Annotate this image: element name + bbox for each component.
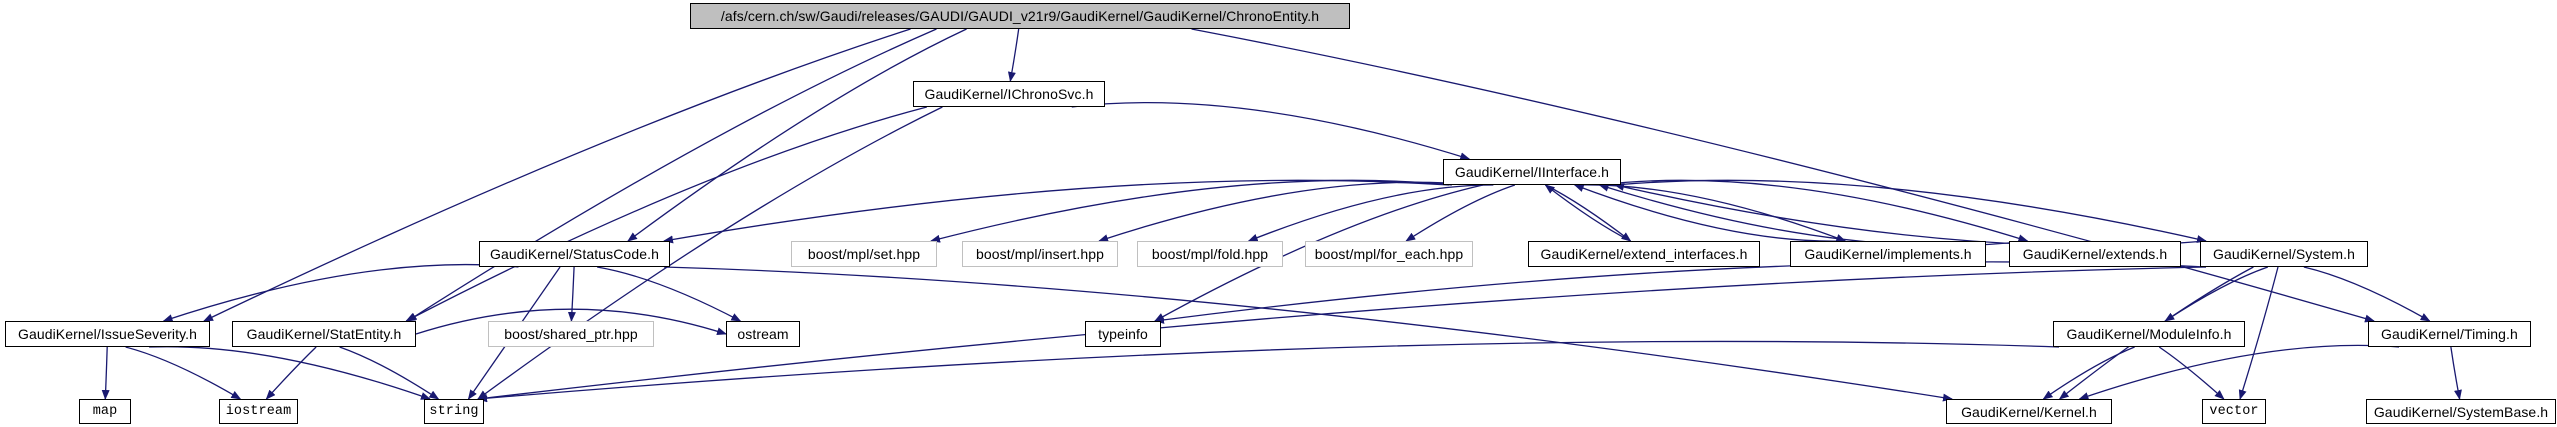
graph-edge-timing-to-systembase	[2450, 346, 2462, 400]
graph-edge-ichronosvc-to-statentity	[405, 106, 927, 322]
graph-edge-system-to-vector	[2238, 266, 2279, 400]
graph-node-label: GaudiKernel/IChronoSvc.h	[924, 86, 1094, 102]
graph-edge-iinterface-to-extends	[1599, 179, 2029, 243]
graph-edge-iinterface-to-extendifc	[1545, 184, 1632, 242]
graph-node-label: GaudiKernel/StatEntity.h	[246, 326, 402, 342]
graph-edge-statentity-to-string	[339, 346, 440, 400]
graph-edge-root-to-statentity	[406, 28, 937, 322]
graph-node-label: GaudiKernel/SystemBase.h	[2373, 403, 2549, 420]
graph-edge-iinterface-to-system	[1614, 179, 2207, 243]
graph-node-label: boost/mpl/fold.hpp	[1151, 246, 1269, 262]
graph-edge-system-to-timing	[2303, 266, 2431, 322]
graph-node-extends[interactable]: GaudiKernel/extends.h	[2009, 241, 2181, 267]
graph-edge-iinterface-to-mplforeach	[1405, 184, 1516, 242]
graph-node-moduleinfo[interactable]: GaudiKernel/ModuleInfo.h	[2053, 321, 2245, 347]
graph-node-mplfold[interactable]: boost/mpl/fold.hpp	[1137, 241, 1283, 267]
graph-node-vector[interactable]: vector	[2202, 399, 2266, 424]
graph-edge-extendifc-to-iinterface	[1544, 184, 1631, 242]
graph-node-label: /afs/cern.ch/sw/Gaudi/releases/GAUDI/GAU…	[720, 8, 1320, 24]
graph-node-timing[interactable]: GaudiKernel/Timing.h	[2368, 321, 2531, 347]
edge-layer	[101, 28, 2462, 403]
graph-edge-root-to-statuscode	[627, 28, 967, 242]
graph-node-sharedptr[interactable]: boost/shared_ptr.hpp	[488, 321, 654, 347]
graph-edge-ichronosvc-to-iinterface	[1071, 102, 1471, 161]
graph-node-ostream[interactable]: ostream	[726, 321, 800, 347]
graph-node-ichronosvc[interactable]: GaudiKernel/IChronoSvc.h	[913, 81, 1105, 107]
graph-node-implements[interactable]: GaudiKernel/implements.h	[1790, 241, 1986, 267]
graph-node-mplinsert[interactable]: boost/mpl/insert.hpp	[962, 241, 1118, 267]
graph-node-label: boost/mpl/set.hpp	[807, 246, 921, 262]
graph-node-label: string	[429, 403, 479, 419]
graph-node-statentity[interactable]: GaudiKernel/StatEntity.h	[232, 321, 416, 347]
graph-edge-iinterface-to-mplfold	[1247, 184, 1494, 242]
graph-node-label: GaudiKernel/StatusCode.h	[490, 246, 659, 262]
graph-node-iostream[interactable]: iostream	[219, 399, 298, 424]
graph-edge-moduleinfo-to-kernel	[2042, 346, 2135, 400]
graph-node-label: iostream	[225, 403, 292, 419]
graph-node-mplset[interactable]: boost/mpl/set.hpp	[791, 241, 937, 267]
graph-edge-statentity-to-ostream	[415, 308, 727, 336]
graph-node-label: boost/shared_ptr.hpp	[504, 326, 638, 342]
graph-node-map[interactable]: map	[79, 399, 131, 424]
graph-edge-system-to-string	[477, 266, 2207, 402]
graph-edge-root-to-timing	[1191, 28, 2375, 323]
graph-node-mplforeach[interactable]: boost/mpl/for_each.hpp	[1305, 241, 1473, 267]
graph-edge-system-to-moduleinfo	[2164, 266, 2269, 322]
graph-edge-iinterface-to-statuscode	[663, 179, 1450, 244]
graph-edge-statentity-to-iostream	[265, 346, 317, 400]
graph-node-label: GaudiKernel/Timing.h	[2381, 326, 2518, 342]
graph-node-label: map	[92, 403, 118, 419]
graph-edge-root-to-issuesev	[203, 28, 911, 322]
graph-node-issuesev[interactable]: GaudiKernel/IssueSeverity.h	[5, 321, 210, 347]
graph-node-label: GaudiKernel/extend_interfaces.h	[1540, 246, 1748, 262]
graph-edge-iinterface-to-typeinfo	[1154, 184, 1484, 322]
graph-edge-iinterface-to-mplset	[930, 179, 1452, 243]
graph-edge-extends-to-iinterface	[1598, 183, 2028, 247]
graph-node-label: boost/mpl/for_each.hpp	[1314, 246, 1464, 262]
graph-node-label: GaudiKernel/IssueSeverity.h	[17, 326, 198, 342]
graph-node-label: vector	[2209, 403, 2259, 419]
graph-edge-iinterface-to-mplinsert	[1098, 181, 1474, 242]
graph-node-label: typeinfo	[1098, 326, 1148, 342]
graph-edge-root-to-ichronosvc	[1007, 28, 1020, 82]
graph-edge-statuscode-to-ostream	[597, 266, 742, 322]
graph-node-iinterface[interactable]: GaudiKernel/IInterface.h	[1443, 159, 1621, 185]
graph-edge-statuscode-to-kernel	[663, 266, 1953, 402]
graph-edge-issuesev-to-iostream	[125, 346, 242, 400]
graph-node-kernel[interactable]: GaudiKernel/Kernel.h	[1946, 399, 2112, 424]
graph-edge-statuscode-to-sharedptr	[567, 266, 576, 322]
graph-edge-moduleinfo-to-string	[477, 340, 2060, 403]
graph-node-root[interactable]: /afs/cern.ch/sw/Gaudi/releases/GAUDI/GAU…	[690, 3, 1350, 29]
graph-node-typeinfo[interactable]: typeinfo	[1085, 321, 1161, 347]
graph-node-label: GaudiKernel/ModuleInfo.h	[2066, 326, 2232, 342]
graph-edge-moduleinfo-to-vector	[2158, 346, 2225, 400]
graph-node-label: GaudiKernel/IInterface.h	[1454, 164, 1610, 180]
graph-node-statuscode[interactable]: GaudiKernel/StatusCode.h	[479, 241, 670, 267]
graph-node-string[interactable]: string	[424, 399, 484, 424]
graph-edge-implements-to-iinterface	[1573, 184, 1846, 242]
graph-node-systembase[interactable]: GaudiKernel/SystemBase.h	[2366, 399, 2556, 424]
graph-node-label: GaudiKernel/Kernel.h	[1961, 403, 2097, 420]
graph-node-label: GaudiKernel/extends.h	[2022, 246, 2168, 262]
graph-node-extendifc[interactable]: GaudiKernel/extend_interfaces.h	[1528, 241, 1760, 267]
graph-node-label: ostream	[737, 326, 789, 342]
graph-node-label: GaudiKernel/System.h	[2212, 246, 2356, 262]
graph-node-label: GaudiKernel/implements.h	[1804, 246, 1972, 262]
graph-node-label: boost/mpl/insert.hpp	[975, 246, 1105, 262]
graph-edge-timing-to-kernel	[2078, 344, 2400, 400]
graph-edge-issuesev-to-map	[101, 346, 110, 400]
graph-edge-system-to-typeinfo	[1154, 261, 2207, 324]
graph-edge-statuscode-to-issuesev	[162, 263, 519, 322]
graph-node-system[interactable]: GaudiKernel/System.h	[2200, 241, 2368, 267]
